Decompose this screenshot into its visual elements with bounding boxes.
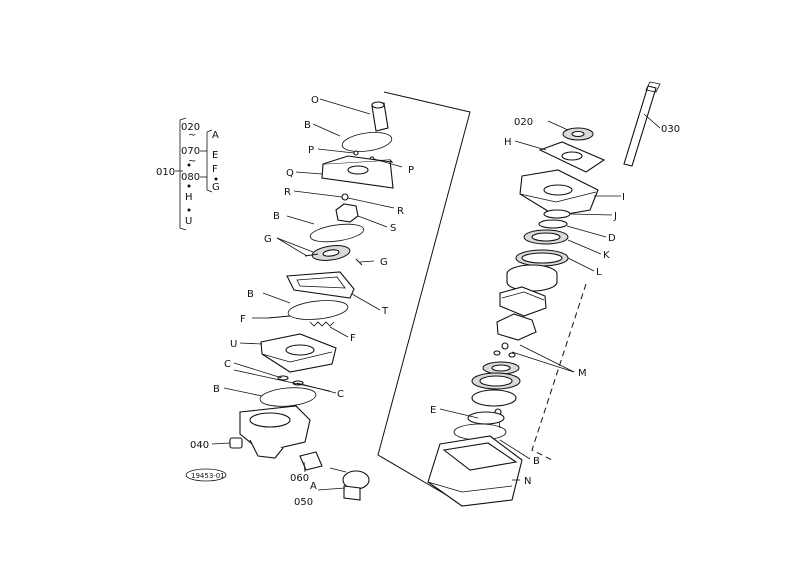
callout-S: S <box>390 223 396 234</box>
callout-P-left: P <box>308 145 314 156</box>
callout-F-right: F <box>350 333 356 344</box>
left-stack-parts <box>229 101 394 501</box>
legend-letter-E: E <box>212 150 218 161</box>
callout-B-right: B <box>533 456 540 467</box>
callout-D: D <box>608 233 616 244</box>
callout-I: I <box>622 192 625 203</box>
callout-R-left: R <box>284 187 291 198</box>
legend-letter-A: A <box>212 130 219 141</box>
callout-G-left: G <box>264 234 272 245</box>
legend-code-070: 070 <box>181 146 200 157</box>
part-legend: 010 020 ~ 070 ~ 080 H U A E F G <box>156 117 220 231</box>
callout-C-right: C <box>337 389 344 400</box>
callout-B-2: B <box>273 211 280 222</box>
legend-letter-G: G <box>212 182 220 193</box>
drawing-stamp: 19453-01 <box>185 468 227 482</box>
callout-R-right: R <box>397 206 404 217</box>
callout-040: 040 <box>190 440 209 451</box>
callout-030: 030 <box>661 124 680 135</box>
callout-labels-left: O B P P Q R R B S G G B T F F U C C B 04… <box>190 95 414 508</box>
legend-root-code: 010 <box>156 167 175 178</box>
assembly-boundary <box>377 91 471 501</box>
callout-050: 050 <box>294 497 313 508</box>
callout-Q: Q <box>286 168 294 179</box>
callout-F-left: F <box>240 314 246 325</box>
callout-L: L <box>596 267 602 278</box>
callout-B-3: B <box>247 289 254 300</box>
legend-letter-F: F <box>212 164 218 175</box>
callout-E: E <box>430 405 436 416</box>
legend-code-080: 080 <box>181 172 200 183</box>
stamp-label: 19453-01 <box>191 472 225 480</box>
right-stack-parts <box>427 81 661 507</box>
legend-letter-H: H <box>185 192 193 203</box>
callout-J: J <box>613 211 617 222</box>
callout-T: T <box>381 306 389 317</box>
legend-approx-1: ~ <box>188 130 196 141</box>
callout-H: H <box>504 137 512 148</box>
callout-P-right: P <box>408 165 414 176</box>
callout-A: A <box>310 481 317 492</box>
callout-B-1: B <box>304 120 311 131</box>
callout-M: M <box>578 368 587 379</box>
legend-approx-2: ~ <box>188 156 196 167</box>
callout-labels-right: 020 030 H I J D K L M E B N <box>430 117 680 487</box>
callout-C-left: C <box>224 359 231 370</box>
callout-O: O <box>311 95 319 106</box>
callout-U: U <box>230 339 237 350</box>
callout-060: 060 <box>290 473 309 484</box>
callout-020-right: 020 <box>514 117 533 128</box>
callout-N: N <box>524 476 531 487</box>
legend-letter-U: U <box>185 216 192 227</box>
callout-K: K <box>603 250 610 261</box>
callout-G-right: G <box>380 257 388 268</box>
legend-code-020: 020 <box>181 122 200 133</box>
leader-lines <box>211 98 661 491</box>
callout-B-4: B <box>213 384 220 395</box>
